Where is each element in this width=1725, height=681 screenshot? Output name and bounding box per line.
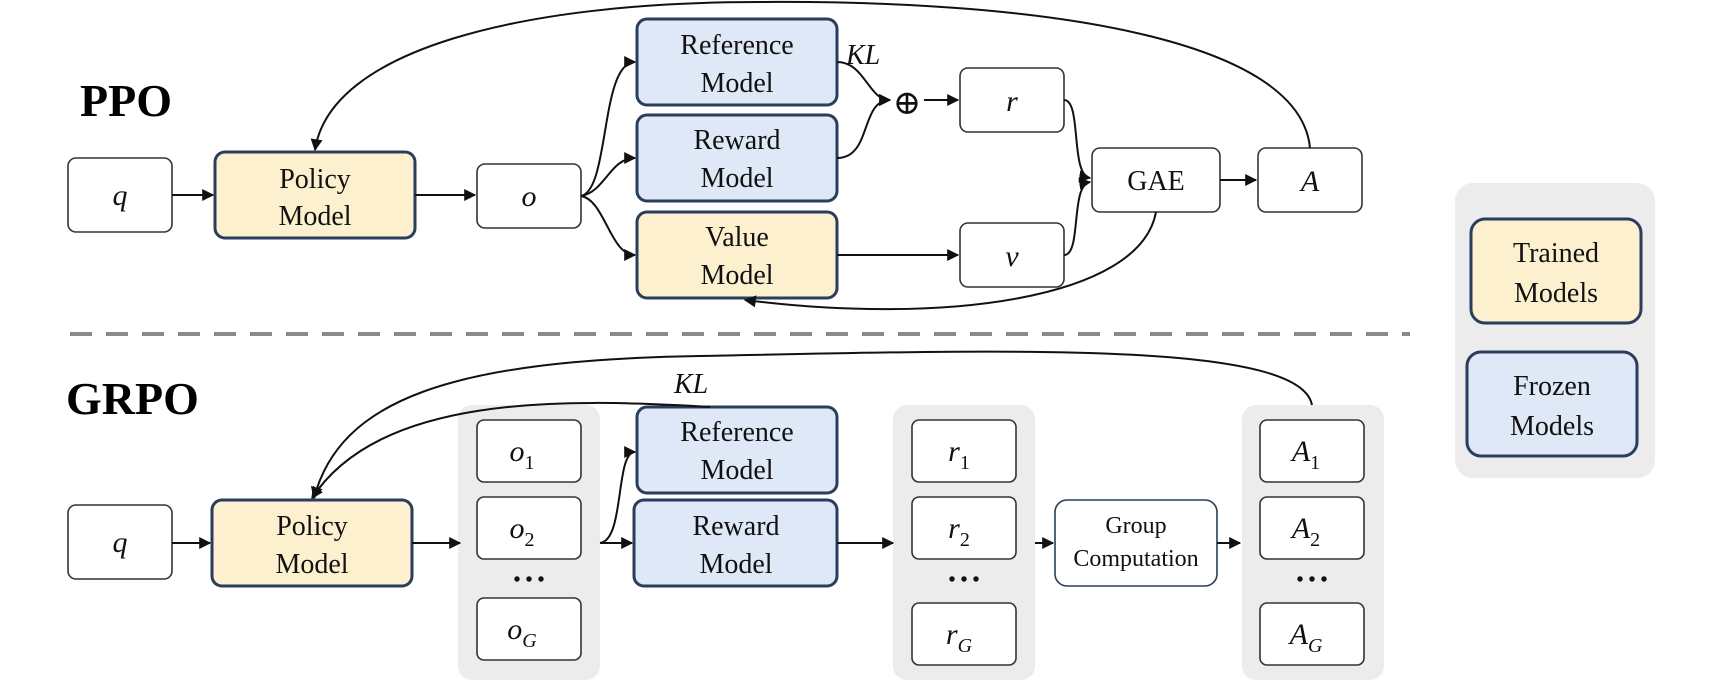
grpo-advantage-2: A2 [1259,496,1365,560]
grpo-title: GRPO [66,373,199,424]
ppo-q-label: q [113,179,128,212]
edge-grpo-outputs-reference [599,446,637,544]
grpo-reward-g: rG [911,602,1017,666]
grpo-group-label-1: Group [1105,513,1166,539]
grpo-outputs-ellipsis: • • • [513,569,544,591]
grpo-output-2-base: o [510,512,525,545]
grpo-reward-g-sub: G [958,635,973,657]
ppo-o-label: o [522,180,537,213]
svg-text:o1: o1 [510,435,535,474]
legend-frozen-label-2: Models [1510,411,1594,442]
grpo-policy-label-2: Model [275,549,348,580]
grpo-q-label: q [113,526,128,559]
ppo-v-label: v [1005,240,1019,273]
grpo-reward-2-sub: 2 [960,529,970,551]
grpo-group-label-2: Computation [1073,546,1198,572]
grpo-reward-2: r2 [911,496,1017,560]
grpo-output-1-sub: 1 [525,452,535,474]
edge-ppo-o-reward [580,152,637,197]
grpo-rewards-ellipsis: • • • [948,569,979,591]
grpo-advantages-ellipsis: • • • [1296,569,1327,591]
ppo-reward-label-1: Reward [693,125,780,156]
grpo-reward-1-base: r [948,435,960,468]
grpo-output-g: oG [476,597,582,661]
edge-grpo-advantages-policy [310,350,1313,500]
ppo-title: PPO [80,75,172,126]
grpo-reference-label-2: Model [700,455,773,486]
ppo-gae-label: GAE [1127,166,1185,197]
grpo-output-1-base: o [510,435,525,468]
ppo-v-box: v [959,222,1065,288]
grpo-advantage-1: A1 [1259,419,1365,483]
edge-ppo-a-policy [310,0,1311,152]
ppo-gae-box: GAE [1091,147,1221,213]
edge-ppo-v-gae [1063,177,1092,256]
edge-grpo-reference-policy [311,401,711,500]
grpo-reference-model: Reference Model [635,405,839,495]
ppo-r-box: r [959,67,1065,133]
grpo-advantage-2-base: A [1290,512,1311,545]
grpo-reward-2-base: r [948,512,960,545]
grpo-advantage-1-sub: 1 [1310,452,1320,474]
grpo-reward-1: r1 [911,419,1017,483]
grpo-advantage-g-base: A [1288,618,1309,651]
svg-text:A2: A2 [1290,512,1320,551]
ppo-reference-label-1: Reference [680,30,793,61]
grpo-q-box: q [67,504,173,580]
ppo-policy-model: Policy Model [213,150,417,240]
grpo-reference-label-1: Reference [680,417,793,448]
edge-ppo-o-value [580,195,637,261]
edge-ppo-reward-plus [836,94,892,159]
svg-text:oG: oG [507,613,537,652]
legend-frozen: Frozen Models [1465,350,1639,458]
grpo-output-g-base: o [507,613,522,646]
legend-trained-label-2: Models [1514,278,1598,309]
ppo-policy-label-1: Policy [279,164,351,195]
grpo-reward-model: Reward Model [632,498,839,588]
grpo-advantage-g: AG [1259,602,1365,666]
edge-ppo-r-gae [1063,99,1092,183]
edge-ppo-gae-value [743,211,1157,311]
ppo-q-box: q [67,157,173,233]
grpo-reward-label-1: Reward [692,511,779,542]
legend-frozen-label-1: Frozen [1513,371,1591,402]
svg-text:A1: A1 [1290,435,1320,474]
grpo-output-2-sub: 2 [525,529,535,551]
grpo-policy-label-1: Policy [276,511,348,542]
ppo-value-model: Value Model [635,210,839,300]
ppo-reward-label-2: Model [700,163,773,194]
legend-trained-label-1: Trained [1513,238,1599,269]
grpo-reward-label-2: Model [699,549,772,580]
svg-text:rG: rG [946,618,973,657]
svg-text:r2: r2 [948,512,970,551]
ppo-reference-model: Reference Model [635,17,839,107]
ppo-o-box: o [476,163,582,229]
ppo-reward-model: Reward Model [635,113,839,203]
ppo-a-box: A [1257,147,1363,213]
svg-text:AG: AG [1288,618,1323,657]
ppo-r-label: r [1006,85,1018,118]
svg-text:o2: o2 [510,512,535,551]
edge-ppo-o-reference [580,56,637,197]
grpo-output-1: o1 [476,419,582,483]
legend-trained: Trained Models [1469,217,1643,325]
grpo-reward-1-sub: 1 [960,452,970,474]
ppo-value-label-1: Value [705,222,769,253]
grpo-output-g-sub: G [522,630,537,652]
grpo-output-2: o2 [476,496,582,560]
grpo-advantage-g-sub: G [1308,635,1323,657]
grpo-reward-g-base: r [946,618,958,651]
grpo-policy-model: Policy Model [210,498,414,588]
ppo-a-label: A [1299,165,1320,198]
grpo-advantage-1-base: A [1290,435,1311,468]
grpo-kl-label: KL [673,369,708,400]
svg-text:r1: r1 [948,435,970,474]
ppo-plus-symbol: ⊕ [893,85,922,122]
grpo-advantage-2-sub: 2 [1310,529,1320,551]
ppo-reference-label-2: Model [700,68,773,99]
ppo-policy-label-2: Model [278,201,351,232]
ppo-value-label-2: Model [700,260,773,291]
grpo-group-computation: Group Computation [1054,499,1218,587]
